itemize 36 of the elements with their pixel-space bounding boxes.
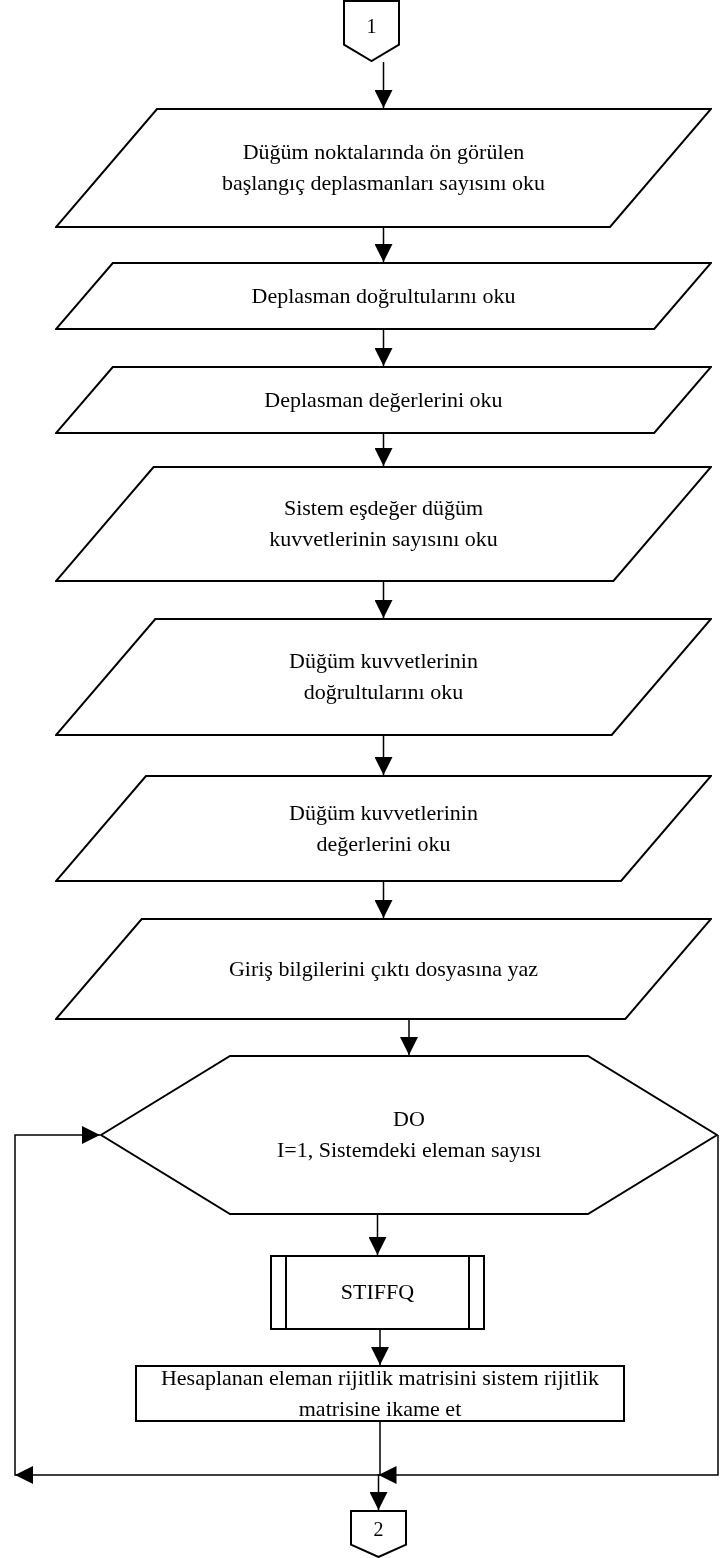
input-parallelogram: [55, 466, 712, 582]
node-label: Deplasman doğrultularını oku: [251, 281, 516, 310]
node-label: Sistem eşdeğer düğüm kuvvetlerinin sayısını oku: [268, 494, 499, 553]
off-page-connector: [350, 1510, 407, 1558]
node-label: STIFFQ: [340, 1278, 415, 1307]
node-label: Düğüm kuvvetlerinin değerlerini oku: [288, 798, 479, 858]
node-label: Düğüm noktalarında ön görülen başlangıç deplasmanları sayısını oku: [220, 138, 547, 197]
subroutine-box: [270, 1255, 485, 1330]
arrow: [371, 1329, 389, 1366]
arrow: [400, 1019, 418, 1056]
arrow: [368, 1214, 387, 1256]
loop-hexagon: [100, 1055, 718, 1215]
input-parallelogram: [55, 918, 712, 1020]
node-label: Hesaplanan eleman rijitlik matrisini sistem rijitlik matrisine ikame et: [159, 1363, 601, 1423]
node-label: I=1, Sistemdeki eleman sayısı: [276, 1136, 542, 1164]
input-parallelogram: [55, 108, 712, 228]
arrow: [374, 227, 393, 263]
input-parallelogram: [55, 618, 712, 736]
arrow: [374, 61, 393, 109]
arrow: [369, 1134, 719, 1511]
arrow: [374, 735, 393, 776]
arrow: [374, 433, 393, 467]
node-label: 1: [366, 14, 377, 39]
arrow: [374, 581, 393, 619]
node-label: Düğüm kuvvetlerinin doğrultularını oku: [288, 647, 479, 706]
input-parallelogram: [55, 775, 712, 882]
arrow: [374, 881, 393, 919]
arrow: [14, 1126, 381, 1484]
node-label: DO: [393, 1105, 425, 1134]
node-label: Deplasman değerlerini oku: [264, 385, 503, 414]
input-parallelogram: [55, 262, 712, 330]
node-label: Giriş bilgilerini çıktı dosyasına yaz: [228, 954, 539, 983]
off-page-connector: [343, 0, 400, 62]
input-parallelogram: [55, 366, 712, 434]
arrow: [374, 329, 393, 367]
node-label: 2: [373, 1517, 384, 1542]
